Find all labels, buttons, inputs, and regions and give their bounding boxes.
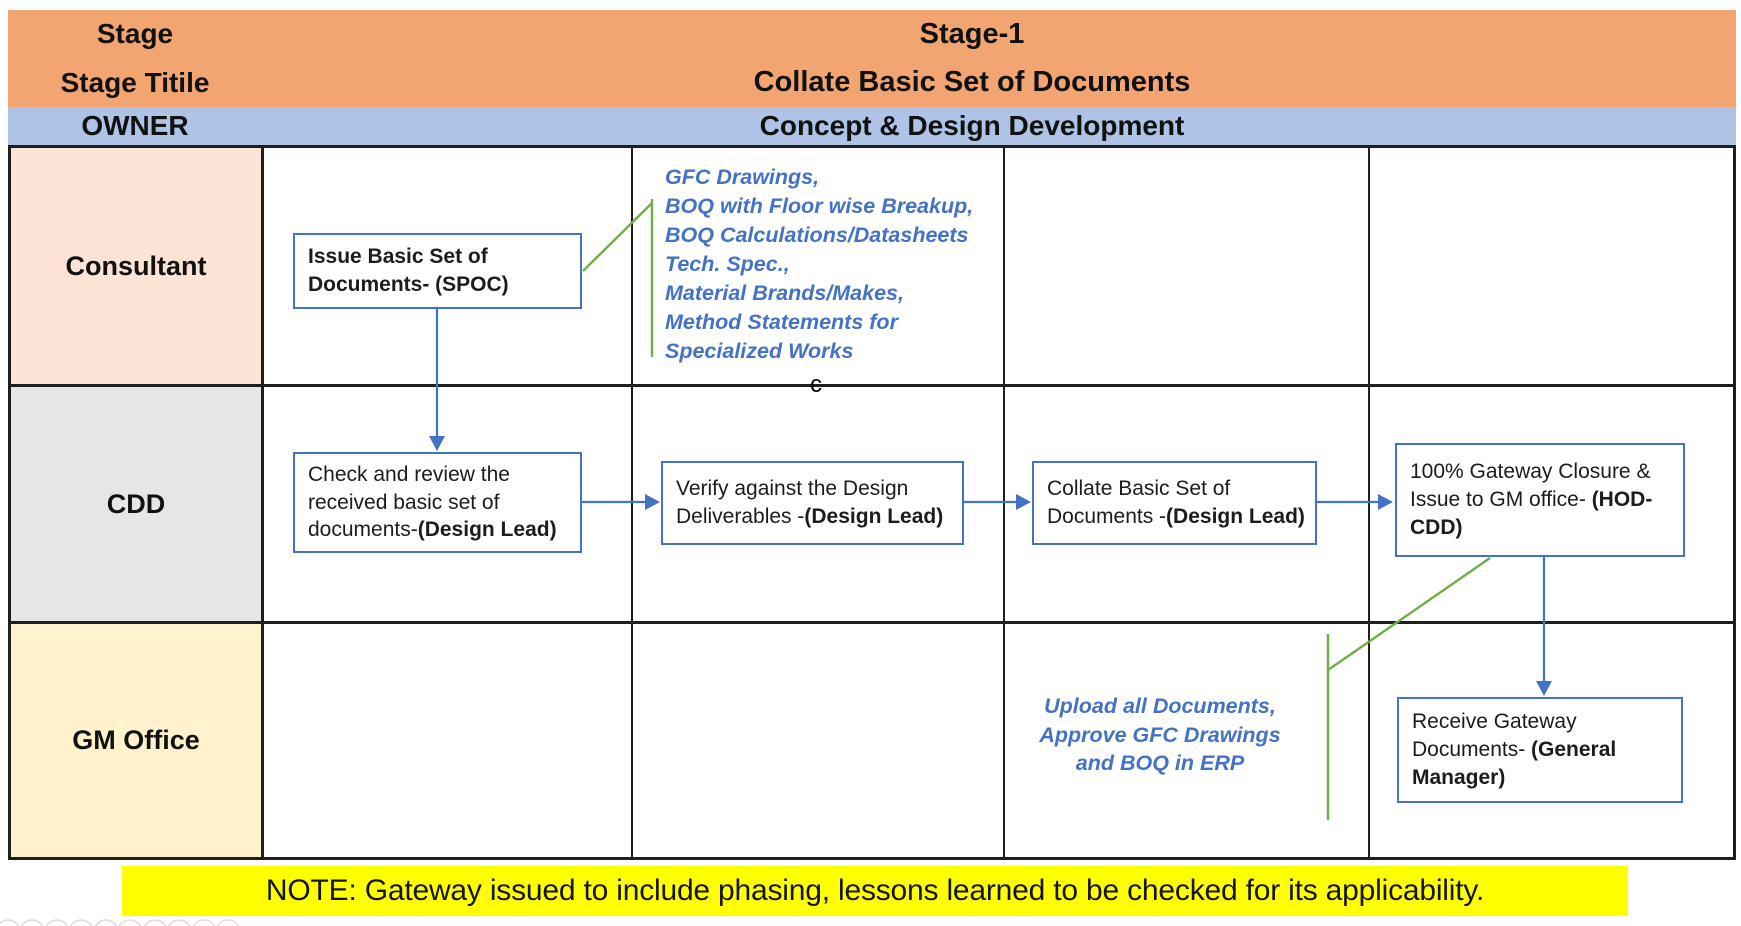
stage-value-cell: Stage-1 xyxy=(919,17,1025,50)
annotation-line: Method Statements for xyxy=(665,310,898,334)
annotation-line: Upload all Documents, xyxy=(1044,694,1276,718)
swimlane-grid-border xyxy=(8,145,1736,860)
process-box-text-bold: (Design Lead) xyxy=(417,518,557,542)
lane-label-gm-office: GM Office xyxy=(10,623,262,858)
stray-character: c xyxy=(810,371,822,398)
process-box-check-review: Check and review the received basic set … xyxy=(293,452,582,553)
stage-title-value-cell: Collate Basic Set of Documents xyxy=(753,66,1191,98)
note-banner: NOTE: Gateway issued to include phasing,… xyxy=(122,866,1628,916)
owner-label-cell: OWNER xyxy=(81,110,189,141)
process-box-text: Collate Basic Set of Documents - xyxy=(1047,477,1231,528)
process-box-text-bold: (Design Lead) xyxy=(1166,505,1305,528)
process-box-issue-basic-set: Issue Basic Set of Documents- (SPOC) xyxy=(293,233,582,309)
grid-line xyxy=(1368,147,1370,858)
grid-line xyxy=(10,621,1734,624)
grid-line xyxy=(631,147,633,858)
annotation-line: Material Brands/Makes, xyxy=(665,281,904,305)
process-box-receive-gateway: Receive Gateway Documents- (General Mana… xyxy=(1397,697,1683,803)
annotation-line: and BOQ in ERP xyxy=(1075,751,1245,775)
process-box-text: 100% Gateway Closure & Issue to GM offic… xyxy=(1410,460,1651,512)
annotation-line: BOQ with Floor wise Breakup, xyxy=(665,194,974,218)
owner-header-band xyxy=(8,107,1736,145)
stage-label-cell: Stage xyxy=(96,18,174,49)
stage-title-label-cell: Stage Titile xyxy=(60,66,210,98)
process-box-text: Verify against the Design Deliverables - xyxy=(676,477,909,528)
grid-line xyxy=(261,147,264,858)
owner-value-cell: Concept & Design Development xyxy=(759,110,1185,141)
lane-label-consultant: Consultant xyxy=(10,147,262,386)
process-box-gateway-closure: 100% Gateway Closure & Issue to GM offic… xyxy=(1395,443,1685,557)
annotation-consultant-deliverables: GFC Drawings, BOQ with Floor wise Breaku… xyxy=(665,163,985,366)
process-box-text: Check and review the received basic set … xyxy=(308,462,510,542)
annotation-line: GFC Drawings, xyxy=(665,165,820,189)
stage-header-band xyxy=(8,10,1736,107)
grid-line xyxy=(1003,147,1005,858)
process-box-text-bold: Issue Basic Set of Documents- (SPOC) xyxy=(308,245,509,296)
annotation-line: Specialized Works xyxy=(665,339,854,363)
lane-label-cdd: CDD xyxy=(10,386,262,623)
process-box-text-bold: (Design Lead) xyxy=(804,505,944,528)
process-box-verify-deliverables: Verify against the Design Deliverables -… xyxy=(661,461,964,545)
process-box-collate-documents: Collate Basic Set of Documents -(Design … xyxy=(1032,461,1317,545)
annotation-line: Approve GFC Drawings xyxy=(1039,722,1281,747)
decoration-circles xyxy=(0,919,240,926)
annotation-line: BOQ Calculations/Datasheets xyxy=(665,223,969,247)
annotation-gm-upload: Upload all Documents, Approve GFC Drawin… xyxy=(1008,692,1312,778)
grid-line xyxy=(10,384,1734,387)
process-box-text-bold: (HOD-CDD) xyxy=(1410,488,1653,539)
process-box-text: Receive Gateway Documents- xyxy=(1412,710,1577,762)
process-box-text-bold: (General Manager) xyxy=(1412,738,1617,789)
annotation-line: Tech. Spec., xyxy=(665,252,790,276)
